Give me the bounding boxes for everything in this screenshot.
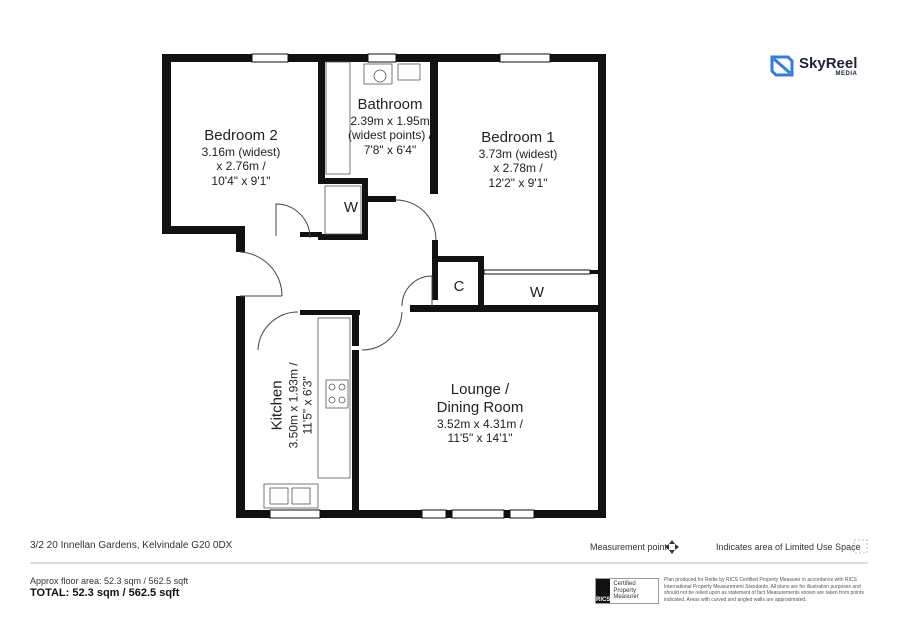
- measurement-point-label: Measurement point: [590, 542, 668, 552]
- toilet: [397, 63, 421, 81]
- room-dim: 11'5" x 14'1": [447, 431, 513, 446]
- brand-sub: MEDIA: [835, 70, 858, 77]
- room-dim: x 2.76m /: [216, 159, 266, 174]
- wardrobe-bathroom: W: [343, 199, 359, 216]
- address: 3/2 20 Innellan Gardens, Kelvindale G20 …: [30, 540, 233, 551]
- wardrobe-bedroom-1: W: [529, 284, 545, 301]
- kitchen-sink: [263, 483, 319, 509]
- fixtures: [263, 61, 421, 509]
- room-name: Dining Room: [436, 399, 524, 416]
- room-bedroom-1: Bedroom 1 3.73m (widest) x 2.78m / 12'2"…: [479, 129, 558, 190]
- room-dim: 2.39m x 1.95m: [350, 114, 430, 128]
- room-bathroom: Bathroom 2.39m x 1.95m (widest points) /…: [348, 96, 432, 157]
- room-dim: 11'5" x 6'3": [301, 376, 315, 435]
- basin-bowl: [373, 69, 387, 83]
- room-name: Bedroom 1: [481, 129, 555, 146]
- room-name: Bedroom 2: [204, 127, 278, 144]
- room-name: Lounge /: [450, 381, 510, 398]
- room-dim: 10'4" x 9'1": [211, 173, 271, 188]
- rics-badge: RICS Certified Property Measurer: [595, 578, 659, 604]
- total-area: TOTAL: 52.3 sqm / 562.5 sqft: [30, 587, 180, 599]
- door-swings: [239, 199, 437, 351]
- room-name: Bathroom: [357, 96, 423, 113]
- room-lounge: Lounge / Dining Room 3.52m x 4.31m / 11'…: [437, 381, 524, 446]
- limited-use-label: Indicates area of Limited Use Space: [716, 542, 861, 552]
- brand-logo: SkyReel MEDIA: [770, 55, 857, 77]
- hob: [325, 379, 349, 409]
- room-dim: 3.16m (widest): [201, 145, 281, 159]
- room-kitchen: Kitchen 3.50m x 1.93m / 11'5" x 6'3": [269, 362, 316, 448]
- disclaimer: Plan produced for Rettie by RICS Certifi…: [664, 577, 864, 603]
- room-dim: 3.52m x 4.31m /: [436, 417, 524, 431]
- basin: [363, 63, 393, 85]
- room-dim: 7'8" x 6'4": [363, 142, 417, 157]
- bathtub: [325, 61, 351, 175]
- room-dim: 3.50m x 1.93m /: [286, 362, 301, 449]
- cupboard: C: [453, 278, 465, 295]
- kitchen-worktop: [317, 317, 351, 479]
- approx-area: Approx floor area: 52.3 sqm / 562.5 sqft: [30, 576, 189, 586]
- room-dim: 3.73m (widest): [478, 147, 558, 161]
- rics-logo: RICS: [596, 579, 611, 603]
- measurement-point-icon: [665, 540, 679, 554]
- room-bedroom-2: Bedroom 2 3.16m (widest) x 2.76m / 10'4"…: [202, 127, 281, 188]
- rics-text: Certified Property Measurer: [613, 581, 639, 601]
- room-dim: 12'2" x 9'1": [488, 175, 548, 190]
- windows: [251, 53, 591, 519]
- room-dim: (widest points) /: [347, 128, 433, 143]
- brand-name: SkyReel: [799, 54, 858, 72]
- room-name: Kitchen: [268, 380, 286, 431]
- limited-use-swatch: [853, 539, 868, 554]
- wardrobe-bath: [324, 185, 362, 235]
- room-dim: x 2.78m /: [493, 161, 543, 176]
- skyreel-logo-icon: [770, 55, 794, 77]
